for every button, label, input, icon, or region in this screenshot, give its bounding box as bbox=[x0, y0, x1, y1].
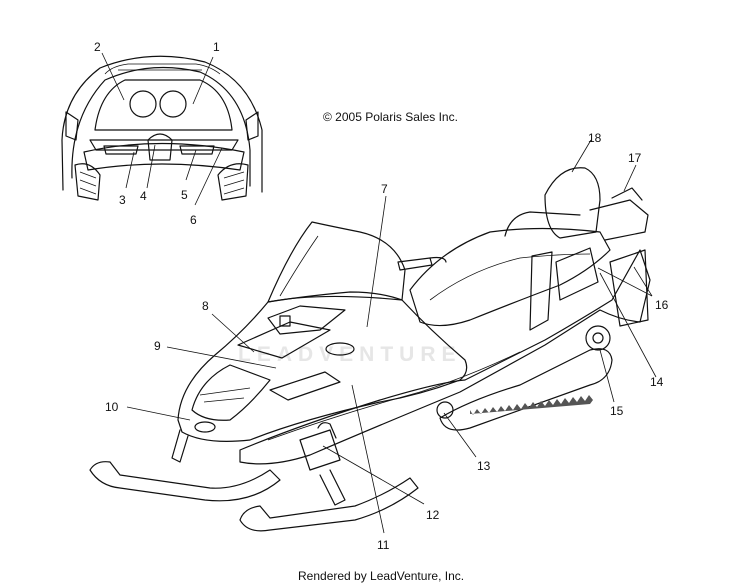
callout-17: 17 bbox=[628, 151, 642, 165]
callout-13: 13 bbox=[477, 459, 491, 473]
leader-lines bbox=[101, 52, 657, 534]
callout-2: 2 bbox=[94, 40, 101, 54]
callout-18: 18 bbox=[588, 131, 602, 145]
callout-11: 11 bbox=[377, 538, 390, 552]
callout-6: 6 bbox=[190, 213, 197, 227]
callout-8: 8 bbox=[202, 299, 209, 313]
callout-10: 10 bbox=[105, 400, 119, 414]
callout-5: 5 bbox=[181, 188, 188, 202]
callout-16: 16 bbox=[655, 298, 669, 312]
copyright-notice: © 2005 Polaris Sales Inc. bbox=[323, 110, 458, 124]
callout-15: 15 bbox=[610, 404, 624, 418]
footer-credit: Rendered by LeadVenture, Inc. bbox=[298, 569, 465, 583]
callout-9: 9 bbox=[154, 339, 161, 353]
dashboard-inset bbox=[61, 55, 263, 201]
callout-14: 14 bbox=[650, 375, 664, 389]
callout-1: 1 bbox=[213, 40, 220, 54]
callout-labels: 1 2 3 4 5 6 7 8 9 10 11 12 13 14 15 16 1… bbox=[94, 40, 669, 552]
callout-12: 12 bbox=[426, 508, 440, 522]
callout-4: 4 bbox=[140, 189, 147, 203]
callout-3: 3 bbox=[119, 193, 126, 207]
snowmobile-body bbox=[89, 167, 651, 532]
callout-7: 7 bbox=[381, 182, 388, 196]
